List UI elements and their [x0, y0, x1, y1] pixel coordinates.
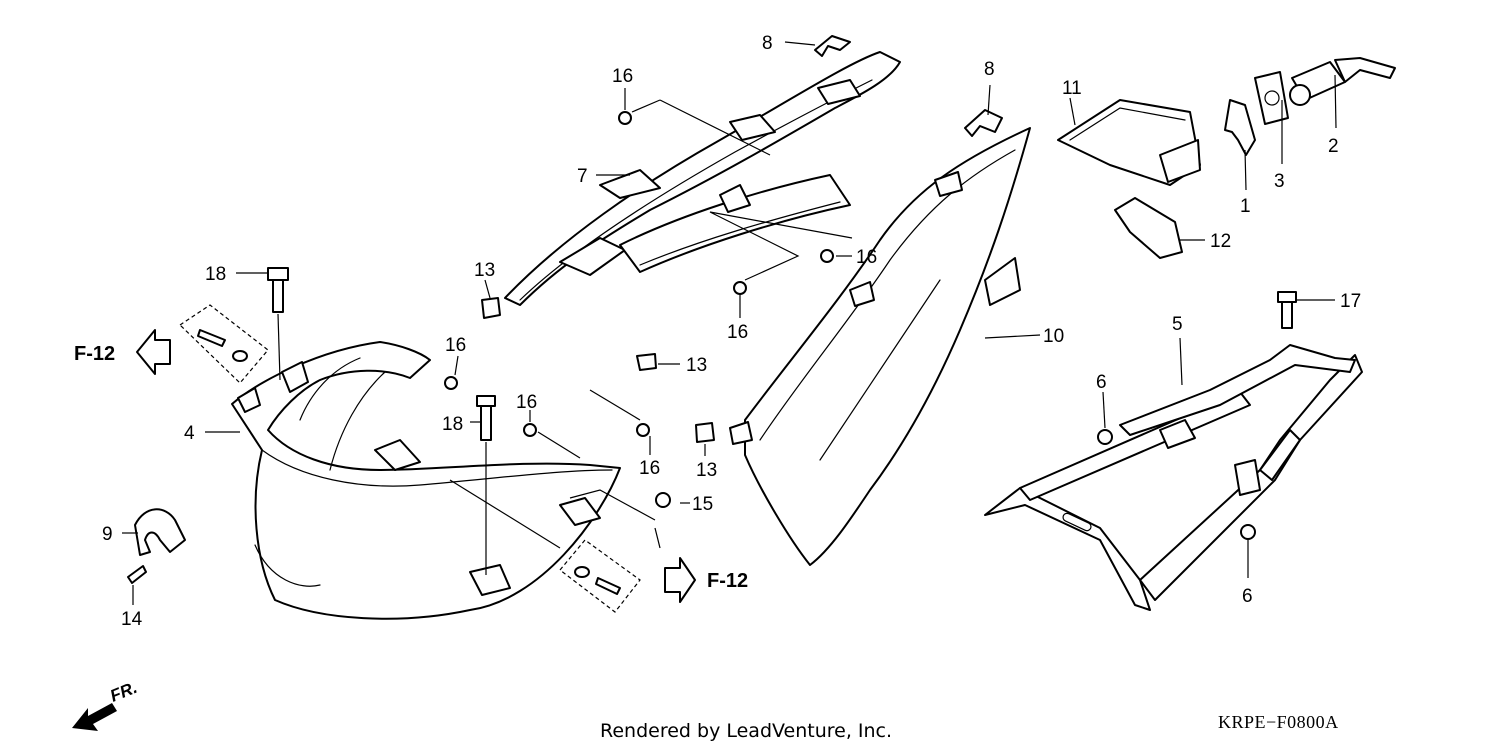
callout-16c: 16 — [727, 322, 748, 343]
callout-3: 3 — [1274, 171, 1285, 192]
rubber-cushion-upper[interactable] — [814, 35, 851, 57]
callout-16e: 16 — [516, 392, 537, 413]
callout-12: 12 — [1210, 231, 1231, 252]
callout-6b: 6 — [1242, 586, 1253, 607]
callout-18b: 18 — [442, 414, 463, 435]
callout-6a: 6 — [1096, 372, 1107, 393]
leader-lines — [122, 41, 1337, 605]
callout-numbers: 1 2 3 4 5 6 6 7 8 8 9 10 11 12 13 13 13 … — [102, 33, 1361, 630]
left-arrow-icon — [136, 329, 171, 375]
key-cylinder[interactable] — [1289, 57, 1396, 106]
callout-9: 9 — [102, 524, 113, 545]
diagram-code: KRPE−F0800A — [1218, 712, 1339, 732]
callout-18a: 18 — [205, 264, 226, 285]
callout-15: 15 — [692, 494, 713, 515]
callout-16f: 16 — [639, 458, 660, 479]
callout-17: 17 — [1340, 291, 1361, 312]
callout-13b: 13 — [686, 355, 707, 376]
spring-clip[interactable] — [1224, 99, 1256, 156]
right-side-cover[interactable] — [729, 127, 1031, 566]
ref-left[interactable]: F-12 — [74, 343, 115, 365]
callout-1: 1 — [1240, 196, 1251, 217]
callout-16a: 16 — [612, 66, 633, 87]
rear-carrier-frame[interactable] — [984, 344, 1363, 611]
front-under-cover[interactable] — [231, 341, 621, 620]
clamp[interactable] — [134, 508, 186, 556]
callout-8b: 8 — [984, 59, 995, 80]
front-label: FR. — [107, 678, 140, 706]
callout-14: 14 — [121, 609, 143, 630]
dashed-group-right — [559, 539, 641, 613]
callout-13c: 13 — [696, 460, 717, 481]
rubber-cushion-right[interactable] — [964, 109, 1003, 137]
front-arrow-icon — [72, 703, 117, 731]
callout-2: 2 — [1328, 136, 1339, 157]
render-credit: Rendered by LeadVenture, Inc. — [600, 720, 892, 742]
luggage-box[interactable] — [1057, 99, 1201, 186]
callout-16d: 16 — [445, 335, 466, 356]
callout-11: 11 — [1062, 78, 1082, 99]
rear-upper-cover[interactable] — [504, 51, 901, 306]
lock-plate[interactable] — [1254, 71, 1289, 125]
callout-7: 7 — [577, 166, 588, 187]
fasteners[interactable] — [127, 111, 1297, 595]
right-arrow-icon — [664, 557, 696, 603]
callout-5: 5 — [1172, 314, 1183, 335]
callout-10: 10 — [1043, 326, 1064, 347]
dashed-group-left — [179, 304, 269, 384]
ref-right[interactable]: F-12 — [707, 570, 748, 592]
callout-8a: 8 — [762, 33, 773, 54]
callout-16b: 16 — [856, 247, 877, 268]
callout-4: 4 — [184, 423, 195, 444]
small-cover[interactable] — [1114, 197, 1183, 259]
callout-13a: 13 — [474, 260, 495, 281]
